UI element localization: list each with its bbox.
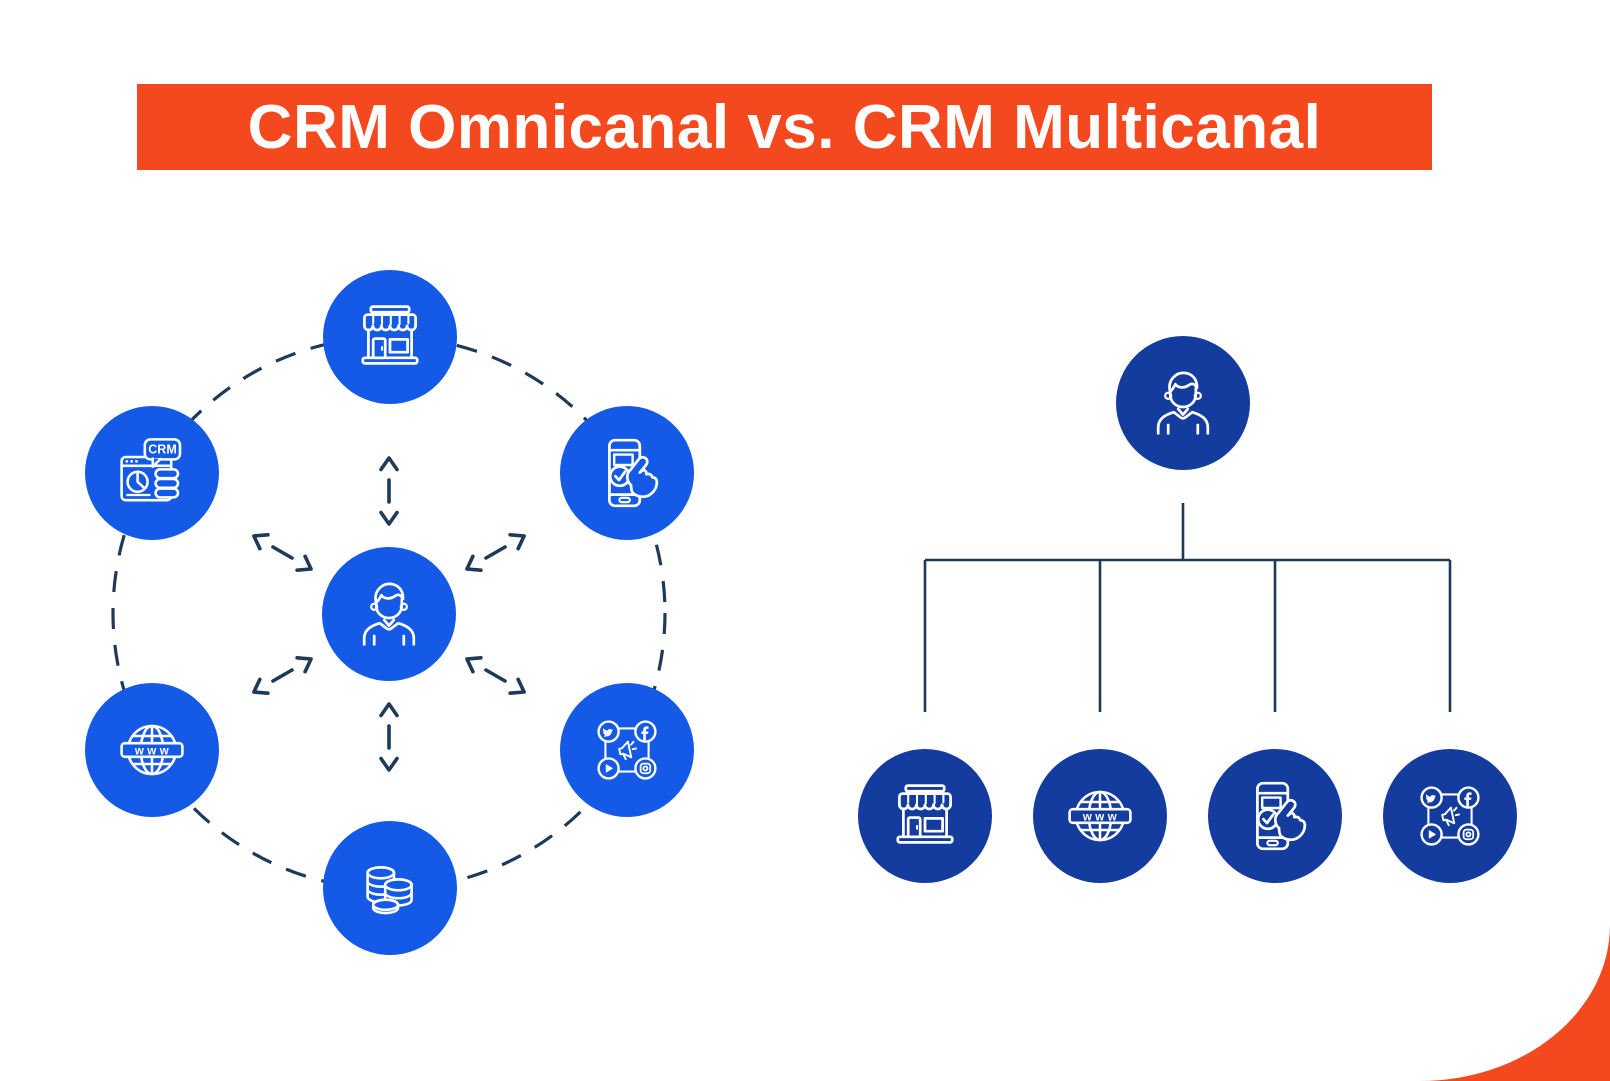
tree-connector-lines	[923, 503, 1452, 712]
bidirectional-arrow	[379, 456, 399, 526]
omnicanal-store-node	[323, 270, 457, 404]
omnicanal-crm-node: CRM	[85, 406, 219, 540]
omnicanal-customer-node	[322, 547, 456, 681]
bidirectional-arrow	[248, 650, 317, 701]
bidirectional-arrow	[461, 650, 530, 701]
omnicanal-sales-node	[323, 821, 457, 955]
bidirectional-arrow	[379, 702, 399, 772]
title-banner: CRM Omnicanal vs. CRM Multicanal	[137, 84, 1432, 170]
multicanal-mobile-node	[1208, 749, 1342, 883]
omnicanal-social-node	[560, 683, 694, 817]
multicanal-diagram: www	[858, 336, 1517, 883]
www-label-omnicanal: www	[134, 746, 172, 758]
crm-badge-label: CRM	[148, 443, 176, 457]
bidirectional-arrow	[248, 527, 317, 578]
bidirectional-arrow	[461, 527, 530, 578]
multicanal-social-node	[1383, 749, 1517, 883]
omnicanal-diagram: CRM www	[85, 270, 694, 955]
www-label-multicanal: www	[1082, 812, 1120, 824]
multicanal-web-node: www	[1033, 749, 1167, 883]
page-title: CRM Omnicanal vs. CRM Multicanal	[247, 92, 1322, 162]
multicanal-customer-node	[1116, 336, 1250, 470]
omnicanal-web-node: www	[85, 683, 219, 817]
corner-accent-shape	[1420, 925, 1610, 1081]
omnicanal-mobile-node	[560, 406, 694, 540]
multicanal-store-node	[858, 749, 992, 883]
